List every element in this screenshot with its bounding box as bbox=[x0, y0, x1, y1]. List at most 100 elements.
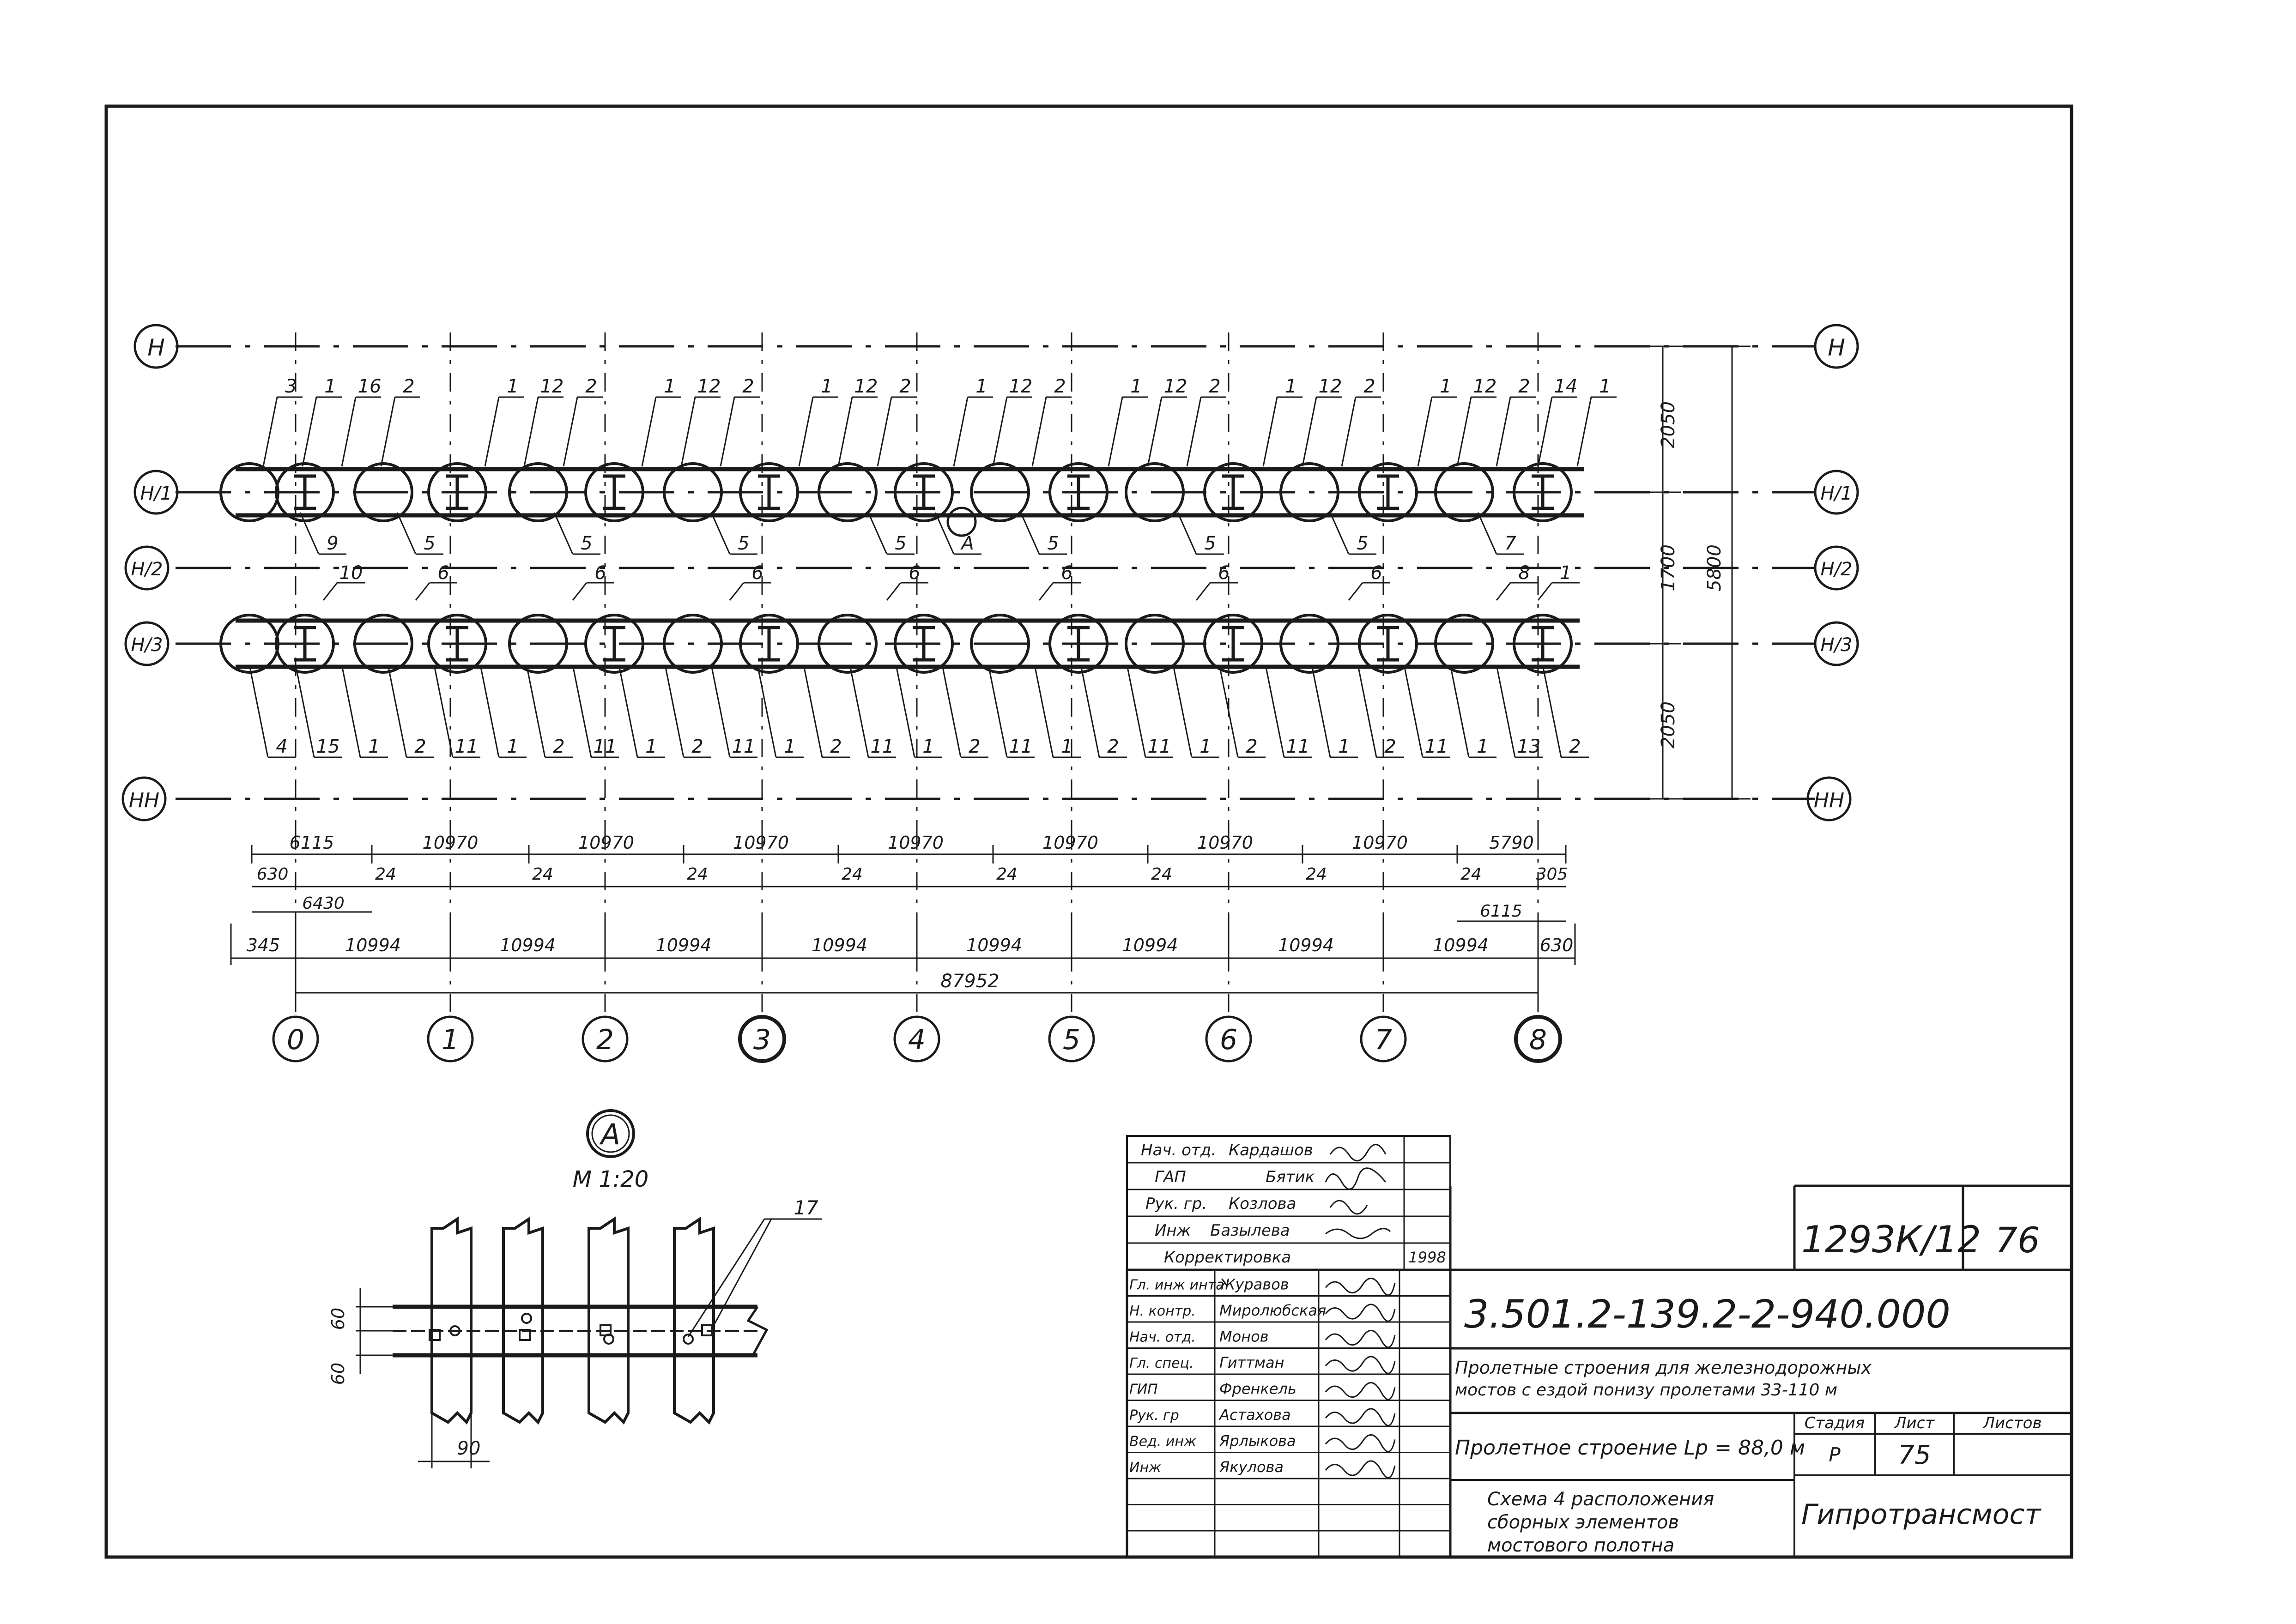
callout-leader bbox=[803, 664, 823, 758]
callout-leader bbox=[987, 664, 1008, 758]
beam-circle bbox=[1048, 614, 1109, 674]
tie-circle bbox=[1125, 614, 1185, 674]
callout-leader bbox=[1496, 664, 1516, 758]
tie-circle bbox=[1434, 462, 1494, 522]
callout-bottom-label: 1 bbox=[784, 736, 795, 757]
dim-value-row2: 305 bbox=[1536, 865, 1568, 884]
beam-circle bbox=[1203, 462, 1263, 522]
callout-leader bbox=[1496, 582, 1511, 601]
drawing-title-3: мостового полотна bbox=[1487, 1535, 1674, 1556]
dim-value-6430: 6430 bbox=[302, 894, 345, 913]
project-line-1: Пролетные строения для железнодорожных bbox=[1455, 1358, 1872, 1378]
callout-top-label: 2 bbox=[403, 376, 414, 397]
callout-leader bbox=[396, 512, 417, 555]
callout-bottom-label: 2 bbox=[969, 736, 980, 757]
signer-name: Френкель bbox=[1219, 1380, 1296, 1398]
dim-value-row1: 10970 bbox=[888, 833, 944, 853]
row-label-h-right: Н bbox=[1828, 334, 1845, 361]
beam-circle bbox=[739, 462, 799, 522]
callout-leader bbox=[1496, 397, 1511, 467]
callout-leader bbox=[1311, 664, 1331, 758]
callout-bottom-label: 1 bbox=[1338, 736, 1350, 757]
dim-value-row2: 24 bbox=[532, 865, 553, 884]
i-beam-symbol bbox=[1222, 626, 1244, 662]
axis-circle bbox=[582, 1015, 629, 1063]
detail-marker: А bbox=[599, 1117, 620, 1151]
callout-leader bbox=[1449, 664, 1470, 758]
dim-value-row3: 10994 bbox=[656, 935, 712, 955]
callout-top-label: 2 bbox=[585, 376, 597, 397]
callout-row1-label: 5 bbox=[1047, 533, 1059, 554]
stage-value: Р bbox=[1829, 1443, 1841, 1466]
callout-top-label: 1 bbox=[664, 376, 675, 397]
tie-circle bbox=[508, 462, 568, 522]
callout-top-label: 1 bbox=[975, 376, 987, 397]
dim-value-row2: 24 bbox=[687, 865, 708, 884]
detail-ties bbox=[430, 1216, 715, 1425]
callout-bottom-label: 1 bbox=[368, 736, 380, 757]
organization-name: Гипротрансмост bbox=[1801, 1498, 2042, 1531]
axis-circle bbox=[1360, 1015, 1407, 1063]
callout-leader bbox=[710, 512, 731, 555]
beam-circle bbox=[584, 614, 644, 674]
detail-scale: М 1:20 bbox=[573, 1166, 648, 1192]
i-beam-symbol bbox=[1222, 474, 1244, 510]
signer-name: Миролюбская bbox=[1219, 1302, 1326, 1319]
axis-circle bbox=[738, 1015, 786, 1063]
signature-scribble bbox=[1325, 1382, 1396, 1401]
callout-top-label: 14 bbox=[1554, 376, 1578, 397]
callout-row1-label: 5 bbox=[1357, 533, 1368, 554]
callout-leader bbox=[720, 397, 735, 467]
callout-row3-label: 6 bbox=[1061, 562, 1072, 584]
callout-top-label: 2 bbox=[742, 376, 754, 397]
axis-number: 3 bbox=[753, 1024, 771, 1056]
callout-top-label: 1 bbox=[1599, 376, 1611, 397]
approval-name-3: Козлова bbox=[1229, 1195, 1296, 1213]
dim-value-row2: 24 bbox=[375, 865, 396, 884]
callout-bottom-label: 2 bbox=[1107, 736, 1119, 757]
dim-value-row1: 10970 bbox=[1197, 833, 1253, 853]
detail-a-marker bbox=[946, 507, 977, 537]
signature-scribble bbox=[1325, 1356, 1396, 1374]
callout-leader bbox=[387, 664, 407, 758]
callout-leader bbox=[1329, 512, 1350, 555]
callout-top-label: 12 bbox=[1009, 376, 1033, 397]
beam-circle bbox=[275, 462, 335, 522]
callout-leader bbox=[1477, 512, 1497, 555]
dim-value-row2: 24 bbox=[996, 865, 1018, 884]
dim-value-row2: 24 bbox=[1151, 865, 1172, 884]
callout-row3-label: 6 bbox=[751, 562, 763, 584]
callout-leader bbox=[1031, 397, 1047, 467]
row-label-hh-left: НН bbox=[129, 789, 159, 812]
drawing-title-2: сборных элементов bbox=[1487, 1512, 1679, 1533]
callout-leader bbox=[1080, 664, 1100, 758]
tie-circle bbox=[353, 462, 413, 522]
callout-leader bbox=[1186, 397, 1202, 467]
callout-row3-label: 6 bbox=[909, 562, 920, 584]
sheet-number: 76 bbox=[1995, 1220, 2040, 1261]
callout-leader bbox=[1403, 664, 1424, 758]
dim-value-row1: 10970 bbox=[733, 833, 789, 853]
beam-circle bbox=[1513, 614, 1573, 674]
beam-circle bbox=[1358, 462, 1418, 522]
axis-number: 2 bbox=[596, 1024, 614, 1056]
dim-value-row3: 10994 bbox=[1433, 935, 1489, 955]
signer-name: Ярлыкова bbox=[1219, 1432, 1296, 1450]
callout-bottom-label: 1 bbox=[645, 736, 657, 757]
callout-leader bbox=[849, 664, 869, 758]
axis-circle bbox=[1048, 1015, 1095, 1063]
callout-row1-label: А bbox=[960, 533, 974, 554]
callout-leader bbox=[563, 397, 578, 467]
callout-leader bbox=[934, 512, 955, 555]
correction-year: 1998 bbox=[1408, 1249, 1446, 1266]
callout-leader bbox=[757, 664, 777, 758]
callout-leader bbox=[553, 512, 574, 555]
callout-leader bbox=[1020, 512, 1040, 555]
dim-right-mid: 1700 bbox=[1658, 544, 1679, 592]
callout-leader bbox=[1038, 582, 1054, 601]
tie-circle bbox=[1279, 614, 1339, 674]
callout-bottom-label: 15 bbox=[316, 736, 340, 757]
i-beam-symbol bbox=[1377, 474, 1399, 510]
callout-bottom-label: 11 bbox=[1425, 736, 1448, 757]
